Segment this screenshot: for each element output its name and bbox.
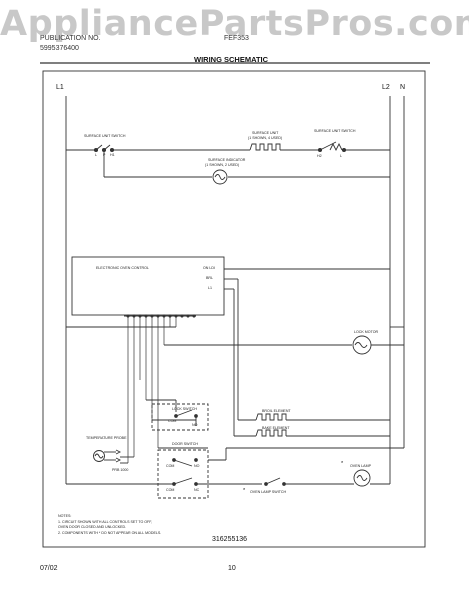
oven-lamp-label: OVEN LAMP [350, 464, 371, 468]
surface-switch-right-l-terminal: L [340, 154, 342, 158]
electronic-oven-control-label: ELECTRONIC OVEN CONTROL [96, 266, 149, 270]
lock-switch-box [151, 403, 209, 431]
publication-number: 5995376400 [40, 45, 79, 52]
electronic-oven-control-box [71, 256, 225, 316]
footer-page-number: 10 [228, 565, 236, 572]
bake-element-symbol [255, 429, 287, 437]
surface-switch-right-contact [319, 141, 337, 151]
note-2: 2. COMPONENTS WITH * DO NOT APPEAR ON AL… [58, 531, 162, 535]
note-1b: OVEN DOOR CLOSED AND UNLOCKED. [58, 525, 127, 529]
oven-lamp-switch-contact [265, 477, 281, 485]
l1-label: L1 [56, 84, 64, 91]
n-label: N [400, 84, 406, 91]
door-switch-contact-lower [173, 477, 193, 485]
note-1a: 1. CIRCUIT SHOWN WITH ALL CONTROLS SET T… [58, 520, 153, 524]
probe-1000-label: PRB 1000 [112, 468, 129, 472]
door-switch-com-upper-label: COM [166, 464, 175, 468]
surface-unit-sub-label: (1 SHOWN, 4 USED) [248, 136, 283, 140]
notes-title: NOTES: [58, 514, 72, 518]
lock-motor-label: LOCK MOTOR [354, 330, 379, 334]
lock-switch-label: LOCK SWITCH [172, 407, 197, 411]
oven-lamp-switch-asterisk: * [243, 488, 246, 494]
lock-motor-symbol [352, 335, 372, 355]
broil-element-label: BROIL ELEMENT [262, 409, 291, 413]
oven-lamp-symbol [353, 469, 371, 487]
watermark: AppliancePartsPros.com [0, 4, 469, 44]
door-switch-com-lower-label: COM [166, 488, 175, 492]
surface-indicator-label: SURFACE INDICATOR [208, 158, 246, 162]
surface-indicator-lamp [212, 169, 228, 185]
surface-switch-right-h2-terminal: H2 [317, 154, 322, 158]
door-switch-no-upper-label: NO [194, 464, 200, 468]
door-switch-contact-upper [173, 459, 193, 467]
lock-switch-contact [175, 409, 193, 417]
part-number: 316255136 [212, 536, 248, 543]
oven-lamp-asterisk: * [341, 461, 344, 467]
surface-switch-heater [329, 142, 343, 152]
l1-tap-label: L1 [208, 286, 212, 290]
footer-date: 07/02 [40, 565, 58, 572]
door-switch-label: DOOR SWITCH [172, 442, 198, 446]
surface-switch-left-contact [95, 144, 103, 151]
temperature-probe-symbol [93, 450, 105, 462]
surface-unit-element [249, 143, 281, 151]
oven-lamp-switch-label: OVEN LAMP SWITCH [250, 490, 287, 494]
temperature-probe-label: TEMPERATURE PROBE [86, 436, 127, 440]
model-number: FEF353 [224, 35, 249, 42]
diagram-frame [42, 70, 426, 548]
surface-unit-label: SURFACE UNIT [252, 131, 279, 135]
lock-switch-com-label: COM [168, 419, 177, 423]
on-ldi-label: ON LDI [203, 266, 215, 270]
surface-unit-switch-left-label: SURFACE UNIT SWITCH [84, 134, 126, 138]
lock-switch-no-label: NO [192, 423, 198, 427]
surface-switch-p-terminal: P [103, 153, 106, 157]
page-title: WIRING SCHEMATIC [194, 55, 269, 64]
publication-label: PUBLICATION NO. [40, 35, 101, 42]
brl-label: BRL [206, 276, 213, 280]
l2-label: L2 [382, 84, 390, 91]
door-switch-nc-lower-label: NC [194, 488, 200, 492]
door-switch-box [157, 449, 209, 499]
bake-element-label: BAKE ELEMENT [262, 426, 290, 430]
surface-switch-l-terminal: L [95, 153, 97, 157]
broil-element-symbol [255, 413, 287, 421]
surface-unit-switch-right-label: SURFACE UNIT SWITCH [314, 129, 356, 133]
surface-switch-h1-terminal: H1 [110, 153, 115, 157]
surface-indicator-sub-label: (1 SHOWN, 2 USED) [205, 163, 240, 167]
